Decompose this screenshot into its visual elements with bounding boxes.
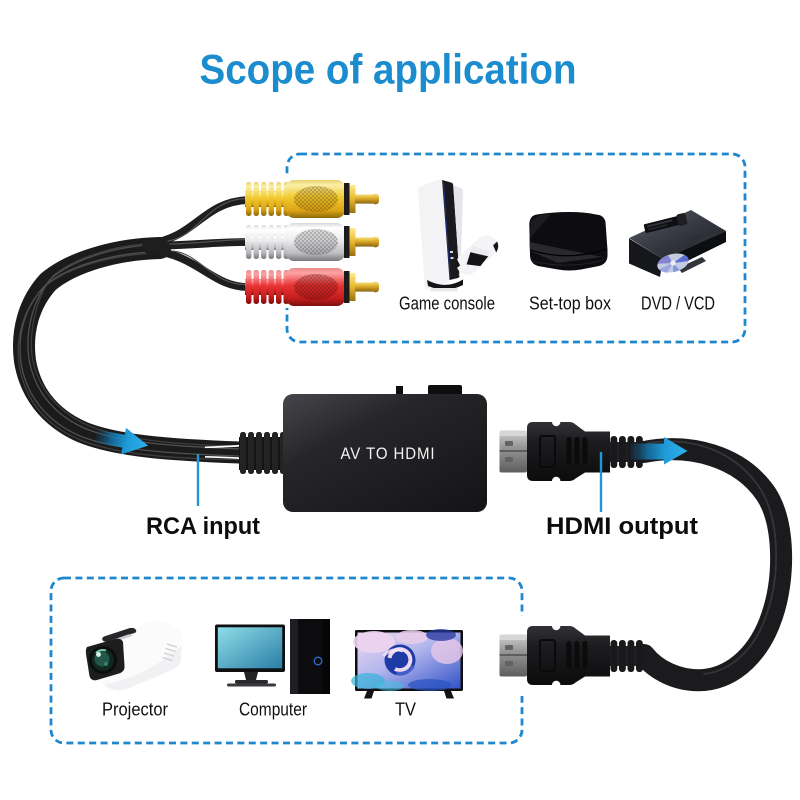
svg-text:Projector: Projector — [102, 699, 168, 720]
svg-text:AV TO HDMI: AV TO HDMI — [341, 445, 436, 463]
svg-text:DVD / VCD: DVD / VCD — [641, 293, 715, 314]
svg-text:TV: TV — [395, 699, 417, 720]
svg-text:HDMI output: HDMI output — [546, 513, 698, 540]
svg-text:Set-top box: Set-top box — [529, 293, 612, 314]
svg-text:Computer: Computer — [239, 699, 307, 720]
svg-text:RCA input: RCA input — [146, 513, 260, 540]
svg-text:Scope of application: Scope of application — [200, 46, 577, 93]
svg-text:Game console: Game console — [399, 293, 495, 314]
